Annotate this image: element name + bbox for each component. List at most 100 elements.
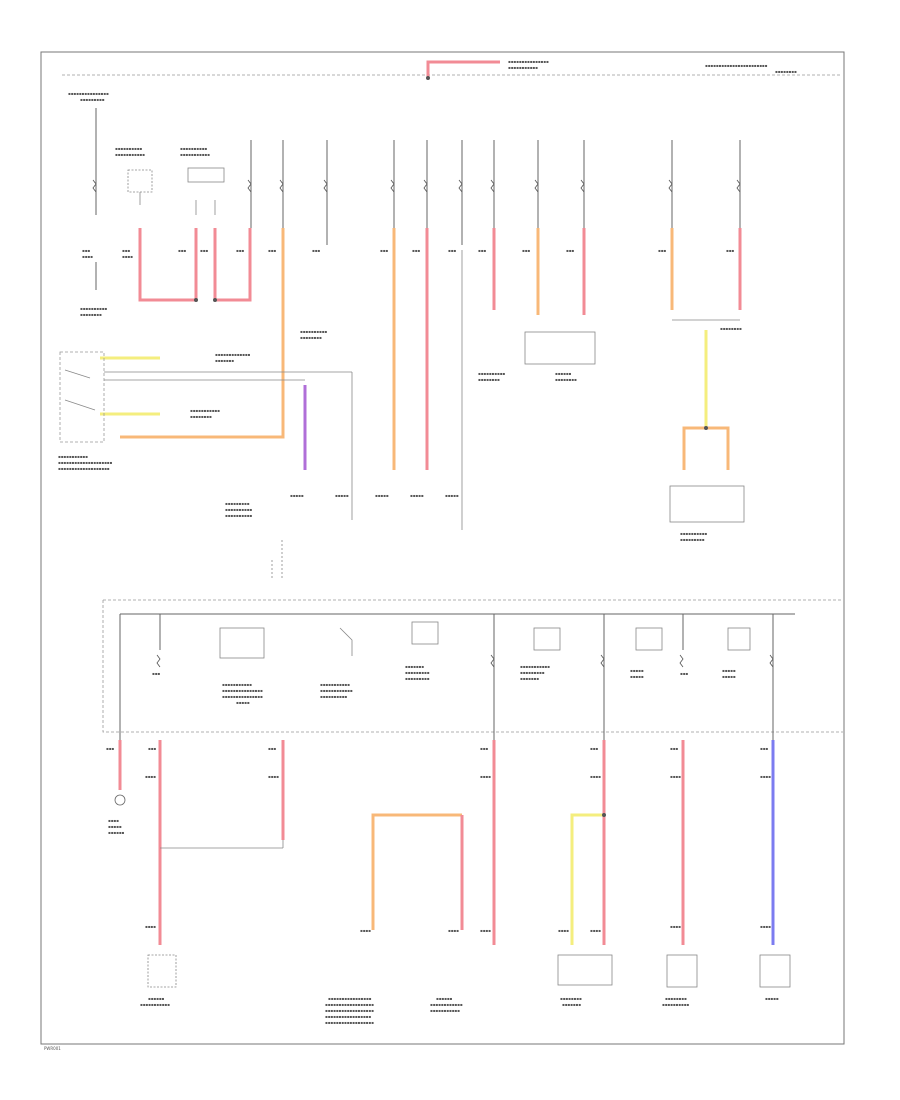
label-mid-1: ▪▪▪▪▪▪▪▪▪▪ — [300, 329, 327, 334]
svg-text:▪▪▪▪▪▪▪: ▪▪▪▪▪▪▪ — [405, 664, 424, 669]
svg-text:▪▪▪▪▪▪▪▪▪▪▪▪▪▪▪▪▪: ▪▪▪▪▪▪▪▪▪▪▪▪▪▪▪▪▪ — [325, 1014, 371, 1019]
label-mid-1b: ▪▪▪▪▪▪▪▪ — [300, 335, 322, 340]
label-relay-2: ▪▪▪▪▪▪▪▪▪▪ — [180, 146, 207, 151]
svg-text:▪▪▪: ▪▪▪ — [412, 248, 420, 253]
source-label-2: ▪▪▪▪▪▪▪▪▪▪▪ — [508, 65, 538, 70]
svg-text:▪▪▪: ▪▪▪ — [106, 746, 114, 751]
svg-text:▪▪▪▪: ▪▪▪▪ — [122, 254, 133, 259]
svg-text:▪▪▪▪▪▪▪▪▪▪▪▪▪▪▪▪: ▪▪▪▪▪▪▪▪▪▪▪▪▪▪▪▪ — [328, 996, 372, 1001]
svg-text:▪▪▪: ▪▪▪ — [670, 746, 678, 751]
svg-text:▪▪▪▪: ▪▪▪▪ — [558, 928, 569, 933]
svg-text:▪▪▪▪▪▪▪▪▪▪▪▪▪▪▪: ▪▪▪▪▪▪▪▪▪▪▪▪▪▪▪ — [222, 694, 263, 699]
lower-fuse-lines — [119, 614, 774, 740]
lower-box-labels: ▪▪▪▪▪▪▪▪▪▪▪ ▪▪▪▪▪▪▪▪▪▪▪▪▪▪▪ ▪▪▪▪▪▪▪▪▪▪▪▪… — [152, 664, 736, 705]
svg-text:▪▪▪: ▪▪▪ — [480, 746, 488, 751]
fuse-icon — [156, 654, 774, 668]
svg-text:▪▪▪▪▪▪▪▪▪▪▪: ▪▪▪▪▪▪▪▪▪▪▪ — [520, 664, 550, 669]
label-switch-4: ▪▪▪▪▪▪▪▪ — [190, 414, 212, 419]
svg-text:▪▪▪▪▪▪: ▪▪▪▪▪▪ — [436, 996, 453, 1001]
label-lower-left-3: ▪▪▪▪▪▪ — [108, 830, 125, 835]
ground-icon — [114, 794, 126, 806]
svg-text:▪▪▪▪: ▪▪▪▪ — [82, 254, 93, 259]
sheet-id: PWR001 — [44, 1046, 61, 1051]
svg-text:▪▪▪▪▪▪▪: ▪▪▪▪▪▪▪ — [562, 1002, 581, 1007]
label-switch-1: ▪▪▪▪▪▪▪▪▪▪▪▪▪ — [215, 352, 251, 357]
label-mid-8: ▪▪▪▪▪ — [410, 493, 424, 498]
svg-text:▪▪▪▪▪▪▪▪▪: ▪▪▪▪▪▪▪▪▪ — [405, 670, 430, 675]
label-switch-7: ▪▪▪▪▪▪▪▪▪▪▪▪▪▪▪▪▪▪▪ — [58, 466, 110, 471]
source-splice — [426, 76, 430, 80]
svg-text:▪▪▪▪▪: ▪▪▪▪▪ — [722, 674, 736, 679]
switch-contact — [64, 369, 96, 411]
relay-icon — [219, 621, 751, 659]
fuse-icon — [92, 179, 741, 193]
svg-text:▪▪▪: ▪▪▪ — [566, 248, 574, 253]
svg-text:▪▪▪▪▪▪▪▪▪▪▪▪▪▪▪▪▪▪: ▪▪▪▪▪▪▪▪▪▪▪▪▪▪▪▪▪▪ — [325, 1002, 374, 1007]
module-box — [524, 331, 596, 365]
svg-text:▪▪▪: ▪▪▪ — [152, 671, 160, 676]
label-mid-9: ▪▪▪▪▪ — [445, 493, 459, 498]
svg-text:▪▪▪▪: ▪▪▪▪ — [480, 928, 491, 933]
label-module-1b: ▪▪▪▪▪▪▪▪ — [478, 377, 500, 382]
splice-icon — [602, 813, 606, 817]
svg-text:▪▪▪▪▪▪▪▪▪▪▪: ▪▪▪▪▪▪▪▪▪▪▪ — [430, 1008, 460, 1013]
svg-text:▪▪▪▪▪▪▪▪▪▪: ▪▪▪▪▪▪▪▪▪▪ — [320, 694, 347, 699]
label-lower-left: ▪▪▪▪ — [108, 818, 119, 823]
svg-text:▪▪▪▪▪: ▪▪▪▪▪ — [630, 668, 644, 673]
transmission-module-box — [669, 485, 745, 523]
svg-text:▪▪▪▪▪▪▪▪▪: ▪▪▪▪▪▪▪▪▪ — [520, 670, 545, 675]
svg-text:▪▪▪: ▪▪▪ — [478, 248, 486, 253]
label-relay-1: ▪▪▪▪▪▪▪▪▪▪ — [115, 146, 142, 151]
svg-text:▪▪▪: ▪▪▪ — [268, 746, 276, 751]
svg-text:▪▪▪▪: ▪▪▪▪ — [448, 928, 459, 933]
svg-text:▪▪▪▪: ▪▪▪▪ — [760, 774, 771, 779]
top-fuse-lines — [95, 108, 741, 245]
label-top-left: ▪▪▪▪▪▪▪▪▪▪▪▪▪▪▪ — [68, 91, 109, 96]
lower-colored-wires — [118, 740, 775, 945]
svg-text:▪▪▪: ▪▪▪ — [122, 248, 130, 253]
label-comp-left-2: ▪▪▪▪▪▪▪▪ — [80, 312, 102, 317]
source-label-1: ▪▪▪▪▪▪▪▪▪▪▪▪▪▪▪ — [508, 59, 549, 64]
svg-text:▪▪▪: ▪▪▪ — [312, 248, 320, 253]
svg-text:▪▪▪▪▪▪▪▪: ▪▪▪▪▪▪▪▪ — [665, 996, 687, 1001]
svg-text:▪▪▪: ▪▪▪ — [590, 746, 598, 751]
svg-text:▪▪▪: ▪▪▪ — [178, 248, 186, 253]
label-mid-3: ▪▪▪▪▪▪▪▪▪▪ — [225, 507, 252, 512]
label-switch-6: ▪▪▪▪▪▪▪▪▪▪▪▪▪▪▪▪▪▪▪▪ — [58, 460, 113, 465]
relay-icon — [187, 167, 225, 183]
svg-text:▪▪▪▪▪▪: ▪▪▪▪▪▪ — [148, 996, 165, 1001]
svg-text:▪▪▪: ▪▪▪ — [658, 248, 666, 253]
connector-icon — [147, 954, 791, 988]
svg-text:▪▪▪: ▪▪▪ — [268, 248, 276, 253]
label-relay-2b: ▪▪▪▪▪▪▪▪▪▪▪ — [180, 152, 210, 157]
svg-text:▪▪▪▪▪: ▪▪▪▪▪ — [722, 668, 736, 673]
svg-text:▪▪▪: ▪▪▪ — [380, 248, 388, 253]
svg-text:▪▪▪▪: ▪▪▪▪ — [590, 928, 601, 933]
top-right-label-2: ▪▪▪▪▪▪▪▪ — [775, 69, 797, 74]
top-connector-labels: ▪▪▪▪▪▪▪ ▪▪▪▪▪▪▪ ▪▪▪▪▪▪ ▪▪▪▪▪▪ ▪▪▪▪▪▪ ▪▪▪… — [82, 248, 734, 259]
svg-text:▪▪▪: ▪▪▪ — [82, 248, 90, 253]
svg-text:▪▪▪▪▪▪▪▪▪▪▪▪▪▪▪: ▪▪▪▪▪▪▪▪▪▪▪▪▪▪▪ — [222, 688, 263, 693]
svg-text:▪▪▪: ▪▪▪ — [448, 248, 456, 253]
svg-text:▪▪▪▪: ▪▪▪▪ — [268, 774, 279, 779]
label-module-2b: ▪▪▪▪▪▪▪▪ — [555, 377, 577, 382]
svg-text:▪▪▪▪: ▪▪▪▪ — [360, 928, 371, 933]
left-switch-block — [59, 351, 105, 443]
label-comp-left: ▪▪▪▪▪▪▪▪▪▪ — [80, 306, 107, 311]
svg-text:▪▪▪▪▪▪▪▪▪▪▪: ▪▪▪▪▪▪▪▪▪▪▪ — [320, 682, 350, 687]
label-relay-1b: ▪▪▪▪▪▪▪▪▪▪▪ — [115, 152, 145, 157]
label-mid-7: ▪▪▪▪▪ — [375, 493, 389, 498]
svg-text:▪▪▪▪▪▪▪▪▪▪: ▪▪▪▪▪▪▪▪▪▪ — [662, 1002, 689, 1007]
diagram-frame — [40, 51, 845, 1045]
label-switch-5: ▪▪▪▪▪▪▪▪▪▪▪ — [58, 454, 88, 459]
svg-text:▪▪▪: ▪▪▪ — [522, 248, 530, 253]
svg-text:▪▪▪▪▪▪▪▪▪▪▪▪▪▪▪▪▪▪: ▪▪▪▪▪▪▪▪▪▪▪▪▪▪▪▪▪▪ — [325, 1008, 374, 1013]
label-transmission-top: ▪▪▪▪▪▪▪▪▪▪ — [680, 531, 707, 536]
splice-icon — [194, 298, 708, 430]
top-right-label-1: ▪▪▪▪▪▪▪▪▪▪▪▪▪▪▪▪▪▪▪▪▪▪▪ — [705, 63, 768, 68]
label-lower-left-2: ▪▪▪▪▪ — [108, 824, 122, 829]
svg-text:▪▪▪▪▪▪▪▪▪▪▪▪: ▪▪▪▪▪▪▪▪▪▪▪▪ — [320, 688, 353, 693]
svg-text:▪▪▪: ▪▪▪ — [680, 671, 688, 676]
svg-text:▪▪▪▪▪▪▪▪▪▪▪▪: ▪▪▪▪▪▪▪▪▪▪▪▪ — [430, 1002, 463, 1007]
svg-text:▪▪▪▪: ▪▪▪▪ — [760, 924, 771, 929]
